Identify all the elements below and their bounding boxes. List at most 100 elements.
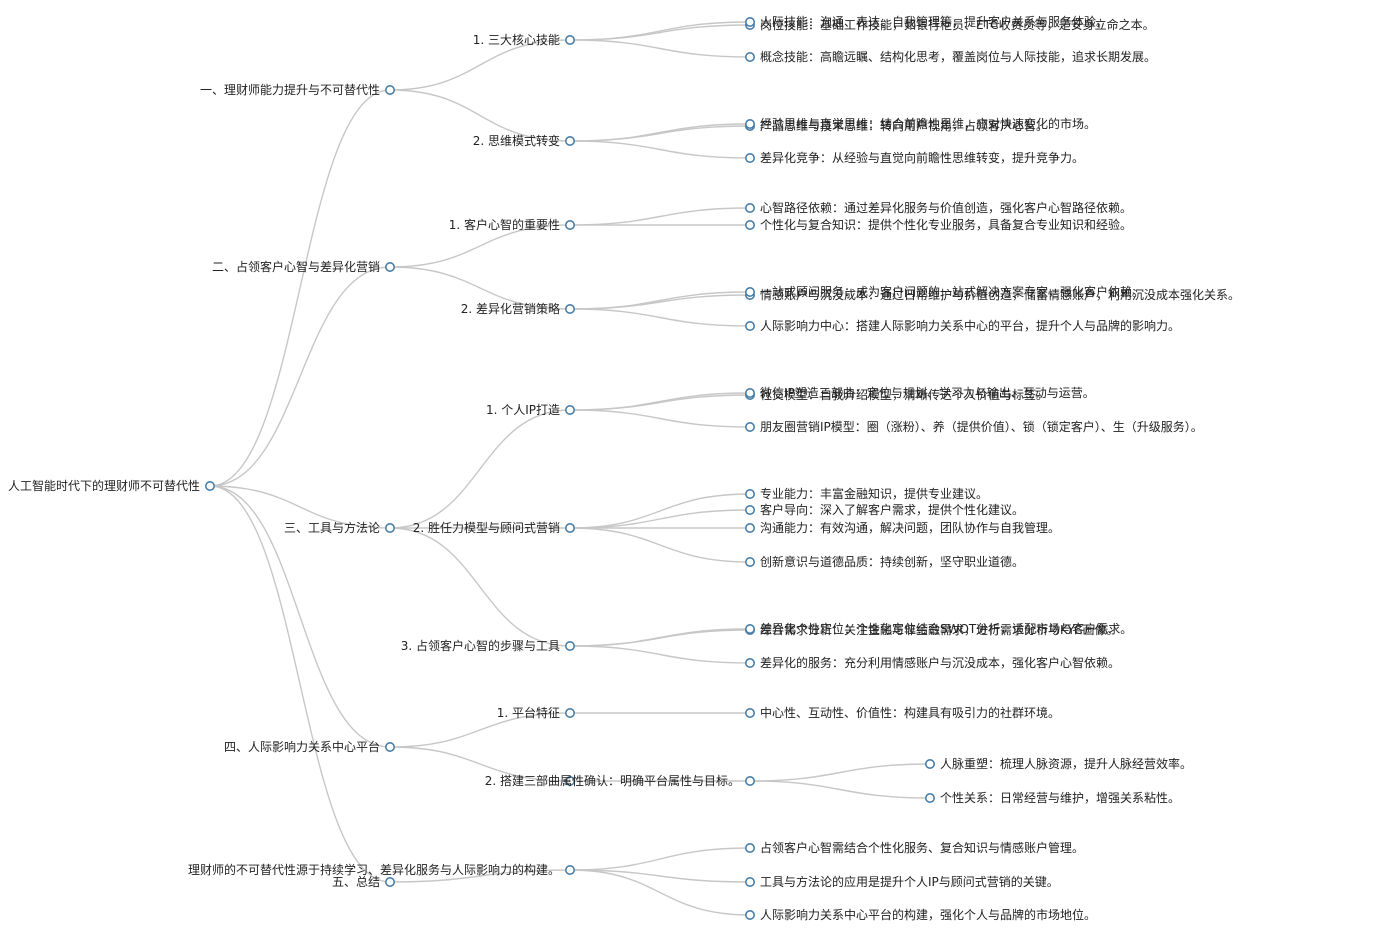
node-circle-s3[interactable] [384, 522, 395, 533]
link-s2-s2b [389, 266, 571, 310]
node-circle-s1b3[interactable] [744, 153, 755, 164]
node-circle-s4b[interactable] [564, 775, 575, 786]
link-s2b-s2b2 [569, 291, 751, 310]
node-circle-s4b1[interactable] [744, 775, 755, 786]
node-circle-s5a2[interactable] [744, 876, 755, 887]
node-s3c[interactable]: 3. 占领客户心智的步骤与工具 [401, 638, 575, 653]
node-circle-s3c3[interactable] [744, 657, 755, 668]
link-s1b-s1b2 [569, 123, 751, 142]
node-s2b[interactable]: 2. 差异化营销策略 [461, 301, 575, 316]
node-s1b2[interactable]: 经验思维与直觉思维：结合前瞻性思维，应对快速变化的市场。 [744, 116, 1096, 131]
node-root[interactable]: 人工智能时代下的理财师不可替代性 [8, 478, 216, 493]
node-s2b2[interactable]: 一站式顾问服务：成为客户问题的一站式解决方案专家，强化客户依赖。 [744, 284, 1144, 299]
node-s3b1[interactable]: 客户导向：深入了解客户需求，提供个性化建议。 [744, 502, 1024, 517]
node-label-s3b: 2. 胜任力模型与顾问式营销 [413, 520, 560, 535]
node-circle-s5a[interactable] [564, 864, 575, 875]
node-s4b1a[interactable]: 人脉重塑：梳理人脉资源，提升人脉经营效率。 [924, 756, 1192, 771]
node-circle-s1a[interactable] [564, 34, 575, 45]
node-s1a[interactable]: 1. 三大核心技能 [473, 33, 575, 47]
node-label-s1a1: 岗位技能：基础工作技能，如银行柜员、ETC收费员等，是安身立命之本。 [760, 17, 1155, 32]
node-circle-s4a1[interactable] [744, 707, 755, 718]
node-circle-s5a3[interactable] [744, 909, 755, 920]
node-circle-s4b1a[interactable] [924, 758, 935, 769]
node-s5a3[interactable]: 人际影响力关系中心平台的构建，强化个人与品牌的市场地位。 [744, 907, 1096, 922]
link-s5a-s5a2 [569, 869, 751, 883]
node-circle-s4[interactable] [384, 741, 395, 752]
node-circle-s4b1b[interactable] [924, 792, 935, 803]
node-circle-s3b4[interactable] [744, 556, 755, 567]
node-circle-s3a[interactable] [564, 404, 575, 415]
node-circle-s3b[interactable] [564, 522, 575, 533]
node-label-s1b1: 产品思维与技术思维：转向用户视角，占领客户心智。 [760, 118, 1048, 133]
node-circle-s2a1[interactable] [744, 203, 755, 214]
node-label-s4b1: 属性确认：明确平台属性与目标。 [560, 773, 740, 788]
node-circle-s2b2[interactable] [744, 286, 755, 297]
node-s5a[interactable]: 理财师的不可替代性源于持续学习、差异化服务与人际影响力的构建。 [188, 862, 575, 877]
link-s3b-s3b4 [569, 527, 751, 563]
node-circle-s2b3[interactable] [744, 320, 755, 331]
node-s5a2[interactable]: 工具与方法论的应用是提升个人IP与顾问式营销的关键。 [744, 874, 1059, 889]
node-s5a1[interactable]: 占领客户心智需结合个性化服务、复合知识与情感账户管理。 [744, 840, 1084, 855]
node-s2b3[interactable]: 人际影响力中心：搭建人际影响力关系中心的平台，提升个人与品牌的影响力。 [744, 318, 1180, 333]
node-circle-s2a2[interactable] [744, 220, 755, 231]
node-circle-s3c2[interactable] [744, 623, 755, 634]
node-label-s3a: 1. 个人IP打造 [486, 403, 560, 417]
node-s1a1[interactable]: 岗位技能：基础工作技能，如银行柜员、ETC收费员等，是安身立命之本。 [744, 17, 1155, 32]
link-root-s2 [209, 266, 391, 487]
node-circle-s3c[interactable] [564, 640, 575, 651]
node-s4a1[interactable]: 中心性、互动性、价值性：构建具有吸引力的社群环境。 [744, 705, 1060, 720]
node-circle-s2a[interactable] [564, 220, 575, 231]
node-circle-s1b[interactable] [564, 136, 575, 147]
node-s2[interactable]: 二、占领客户心智与差异化营销 [212, 259, 395, 274]
link-s3a-s3a3 [569, 409, 751, 428]
node-label-s2: 二、占领客户心智与差异化营销 [212, 259, 380, 274]
node-s1b3[interactable]: 差异化竞争：从经验与直觉向前瞻性思维转变，提升竞争力。 [744, 150, 1084, 165]
node-s1a3[interactable]: 概念技能：高瞻远瞩、结构化思考，覆盖岗位与人际技能，追求长期发展。 [744, 49, 1156, 64]
link-s3b-s3b1 [569, 509, 751, 529]
node-s1a2[interactable]: 人际技能：沟通、表达、自我管理等，提升客户关系与服务体验。 [744, 14, 1108, 29]
node-label-s4: 四、人际影响力关系中心平台 [224, 739, 380, 754]
link-s1a-s1a2 [569, 21, 751, 41]
node-s3a3[interactable]: 朋友圈营销IP模型：圈（涨粉）、养（提供价值）、锁（锁定客户）、生（升级服务）。 [744, 419, 1203, 434]
link-s3b-s3b2 [569, 493, 751, 529]
node-s2a2[interactable]: 个性化与复合知识：提供个性化专业服务，具备复合专业知识和经验。 [744, 217, 1132, 232]
node-s2a[interactable]: 1. 客户心智的重要性 [449, 217, 575, 232]
node-s3b[interactable]: 2. 胜任力模型与顾问式营销 [413, 520, 575, 535]
link-s4-s4a [389, 712, 571, 748]
node-circle-s1b2[interactable] [744, 119, 755, 130]
node-s1[interactable]: 一、理财师能力提升与不可替代性 [200, 82, 395, 97]
node-circle-root[interactable] [205, 480, 216, 491]
node-s3a2[interactable]: 微信IP塑造三部曲：定位与规划、学习力与输出、互动与运营。 [744, 385, 1095, 400]
node-circle-s3a3[interactable] [744, 421, 755, 432]
node-s3b2[interactable]: 专业能力：丰富金融知识，提供专业建议。 [744, 486, 988, 501]
node-s3a[interactable]: 1. 个人IP打造 [486, 403, 575, 417]
node-circle-s3b3[interactable] [744, 522, 755, 533]
node-s4a[interactable]: 1. 平台特征 [497, 705, 575, 720]
node-circle-s4a[interactable] [564, 707, 575, 718]
link-s4-s4b [389, 746, 571, 782]
node-circle-s5a1[interactable] [744, 842, 755, 853]
node-circle-s1[interactable] [384, 85, 395, 96]
node-s3c2[interactable]: 差异化个性定位：个性化定位结合SWOT分析，适配市场与客户需求。 [744, 621, 1132, 636]
node-circle-s5[interactable] [384, 876, 395, 887]
node-s4b[interactable]: 2. 搭建三部曲 [485, 773, 575, 788]
node-s4[interactable]: 四、人际影响力关系中心平台 [224, 739, 395, 754]
node-s4b1[interactable]: 属性确认：明确平台属性与目标。 [560, 773, 755, 788]
node-s1b[interactable]: 2. 思维模式转变 [473, 133, 575, 148]
node-circle-s2[interactable] [384, 261, 395, 272]
node-label-s4a: 1. 平台特征 [497, 705, 560, 720]
link-s3a-s3a1 [569, 394, 751, 411]
node-s3b3[interactable]: 沟通能力：有效沟通，解决问题，团队协作与自我管理。 [744, 520, 1060, 535]
node-circle-s2b[interactable] [564, 303, 575, 314]
node-s3c3[interactable]: 差异化的服务：充分利用情感账户与沉没成本，强化客户心智依赖。 [744, 655, 1120, 670]
node-circle-s3b1[interactable] [744, 504, 755, 515]
node-circle-s1a2[interactable] [744, 16, 755, 27]
node-s2a1[interactable]: 心智路径依赖：通过差异化服务与价值创造，强化客户心智路径依赖。 [744, 200, 1132, 215]
node-s5[interactable]: 五、总结 [332, 875, 395, 889]
node-circle-s3b2[interactable] [744, 488, 755, 499]
node-s3[interactable]: 三、工具与方法论 [284, 520, 395, 535]
node-s4b1b[interactable]: 个性关系：日常经营与维护，增强关系粘性。 [924, 790, 1180, 805]
node-circle-s3a2[interactable] [744, 387, 755, 398]
node-s3b4[interactable]: 创新意识与道德品质：持续创新，坚守职业道德。 [744, 554, 1024, 569]
node-circle-s1a3[interactable] [744, 51, 755, 62]
